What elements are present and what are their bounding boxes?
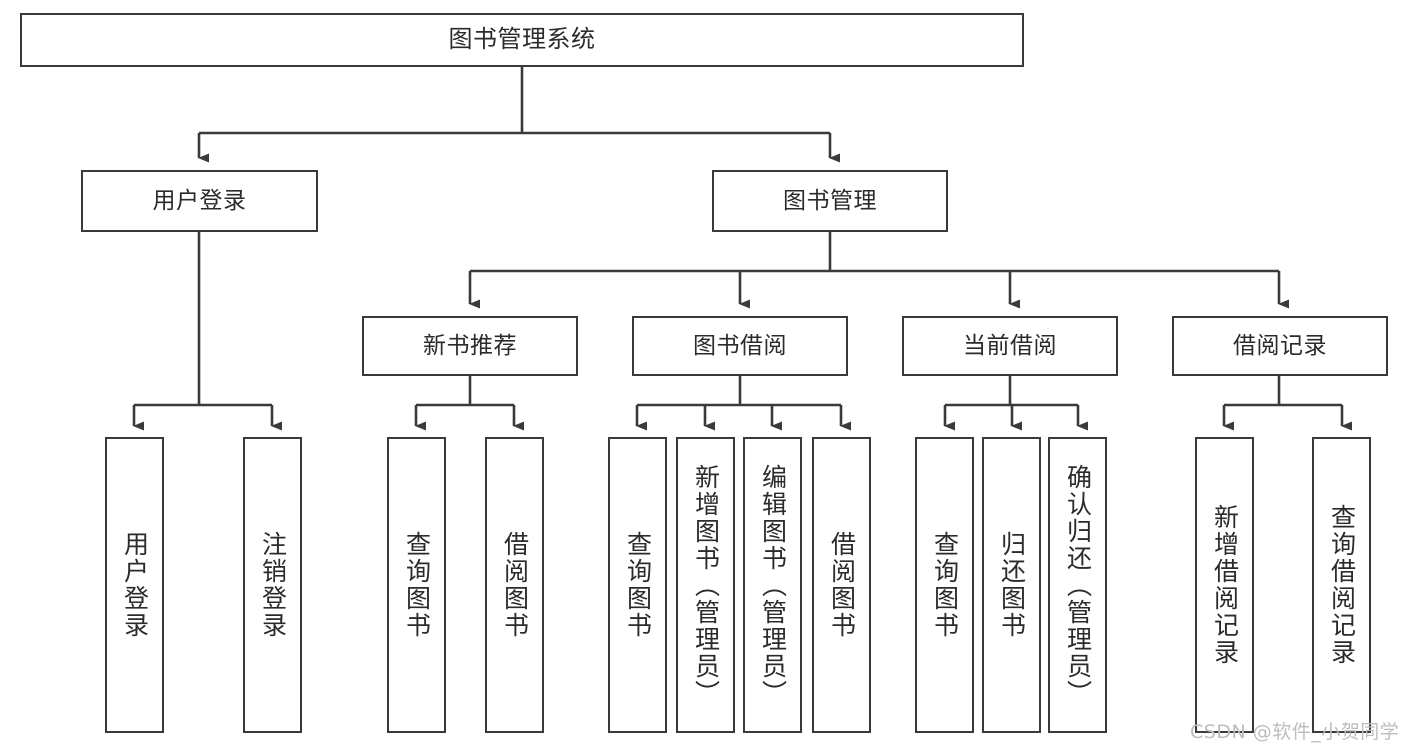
leaf-book-borrow-add-book-admin[interactable]: 新增图书（管理员） — [676, 437, 735, 733]
node-borrow-record[interactable]: 借阅记录 — [1172, 316, 1388, 376]
leaf-current-borrow-confirm-return-admin[interactable]: 确认归还（管理员） — [1048, 437, 1107, 733]
node-root-book-management-system[interactable]: 图书管理系统 — [20, 13, 1024, 67]
node-current-borrow[interactable]: 当前借阅 — [902, 316, 1118, 376]
node-label: 用户登录 — [120, 531, 150, 639]
node-label: 查询图书 — [402, 531, 432, 639]
leaf-current-borrow-query-book[interactable]: 查询图书 — [915, 437, 974, 733]
node-user-login[interactable]: 用户登录 — [81, 170, 318, 232]
node-label: 借阅记录 — [1233, 332, 1327, 359]
node-label: 当前借阅 — [963, 332, 1057, 359]
watermark-text: CSDN @软件_小贺同学 — [1190, 721, 1400, 743]
node-label: 用户登录 — [152, 187, 247, 214]
node-book-management[interactable]: 图书管理 — [712, 170, 948, 232]
leaf-borrow-record-query-record[interactable]: 查询借阅记录 — [1312, 437, 1371, 733]
node-label: 确认归还（管理员） — [1063, 463, 1093, 707]
node-new-book-recommend[interactable]: 新书推荐 — [362, 316, 578, 376]
node-label: 图书借阅 — [693, 332, 787, 359]
leaf-user-login-logout[interactable]: 注销登录 — [243, 437, 302, 733]
leaf-new-book-query-book[interactable]: 查询图书 — [387, 437, 446, 733]
node-label: 新增借阅记录 — [1210, 504, 1240, 666]
node-label: 新增图书（管理员） — [691, 463, 721, 707]
node-label: 图书管理 — [783, 187, 877, 214]
node-label: 归还图书 — [997, 531, 1027, 639]
node-label: 编辑图书（管理员） — [758, 463, 788, 707]
leaf-user-login-login[interactable]: 用户登录 — [105, 437, 164, 733]
leaf-book-borrow-edit-book-admin[interactable]: 编辑图书（管理员） — [743, 437, 802, 733]
node-label: 查询借阅记录 — [1327, 504, 1357, 666]
node-label: 注销登录 — [258, 531, 288, 639]
node-label: 新书推荐 — [423, 332, 517, 359]
leaf-current-borrow-return-book[interactable]: 归还图书 — [982, 437, 1041, 733]
leaf-borrow-record-add-record[interactable]: 新增借阅记录 — [1195, 437, 1254, 733]
leaf-book-borrow-query-book[interactable]: 查询图书 — [608, 437, 667, 733]
node-label: 查询图书 — [623, 531, 653, 639]
leaf-book-borrow-borrow-book[interactable]: 借阅图书 — [812, 437, 871, 733]
node-label: 借阅图书 — [827, 531, 857, 639]
node-label: 查询图书 — [930, 531, 960, 639]
leaf-new-book-borrow-book[interactable]: 借阅图书 — [485, 437, 544, 733]
node-book-borrow[interactable]: 图书借阅 — [632, 316, 848, 376]
node-label: 图书管理系统 — [448, 25, 596, 54]
node-label: 借阅图书 — [500, 531, 530, 639]
